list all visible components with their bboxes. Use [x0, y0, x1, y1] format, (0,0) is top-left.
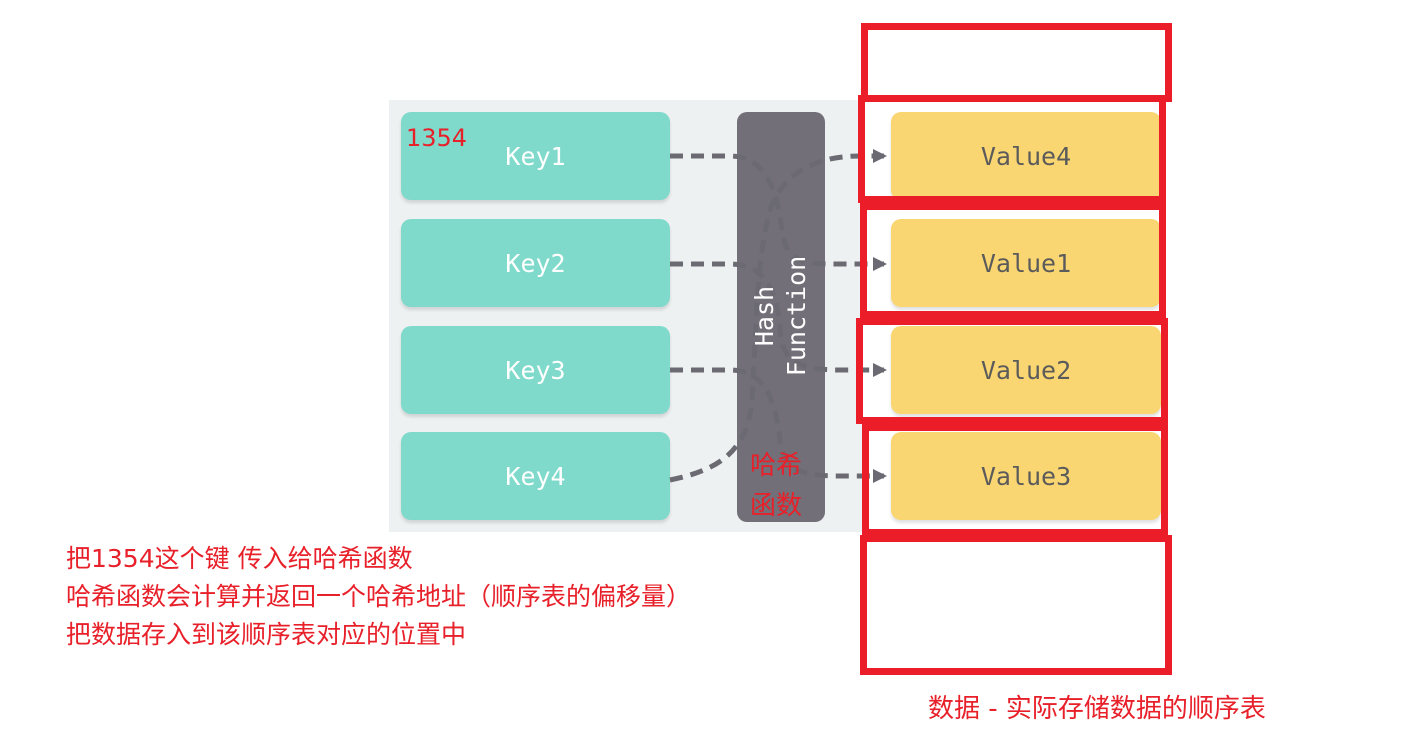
value-label: Value4	[980, 141, 1072, 171]
table-slot-1	[858, 95, 1166, 203]
hash-label-line2: Function	[782, 255, 811, 377]
key-label: Key1	[505, 141, 566, 171]
value-box-3: Value2	[891, 326, 1161, 414]
value-label: Value2	[980, 355, 1072, 385]
storage-caption: 数据 - 实际存储数据的顺序表	[928, 694, 1266, 724]
key-box-1: Key1	[401, 112, 670, 200]
value-label: Value3	[980, 461, 1072, 491]
key-label: Key2	[505, 248, 566, 278]
explanation-text: 把1354这个键 传入给哈希函数 哈希函数会计算并返回一个哈希地址（顺序表的偏移…	[66, 540, 691, 654]
value-box-1: Value4	[891, 112, 1161, 200]
table-slot-3	[856, 318, 1168, 424]
key-label: Key4	[505, 461, 566, 491]
key-box-3: Key3	[401, 326, 670, 414]
key-box-2: Key2	[401, 219, 670, 307]
hash-cn-line1: 哈希	[750, 451, 803, 481]
explanation-line-1: 把1354这个键 传入给哈希函数	[66, 544, 413, 573]
table-slot-5	[860, 535, 1172, 675]
table-slot-4	[862, 424, 1168, 536]
hash-label-line1: Hash	[750, 285, 779, 347]
key-example-annotation: 1354	[406, 124, 468, 152]
explanation-line-2: 哈希函数会计算并返回一个哈希地址（顺序表的偏移量）	[66, 582, 692, 611]
value-label: Value1	[980, 248, 1072, 278]
explanation-line-3: 把数据存入到该顺序表对应的位置中	[66, 620, 467, 649]
hash-function-cn-annotation: 哈希 函数	[750, 446, 802, 526]
key-box-4: Key4	[401, 432, 670, 520]
table-slot-0	[861, 23, 1172, 102]
key-label: Key3	[505, 355, 566, 385]
hash-cn-line2: 函数	[750, 491, 803, 521]
value-box-2: Value1	[891, 219, 1161, 307]
value-box-4: Value3	[891, 432, 1161, 520]
table-slot-2	[860, 203, 1166, 318]
